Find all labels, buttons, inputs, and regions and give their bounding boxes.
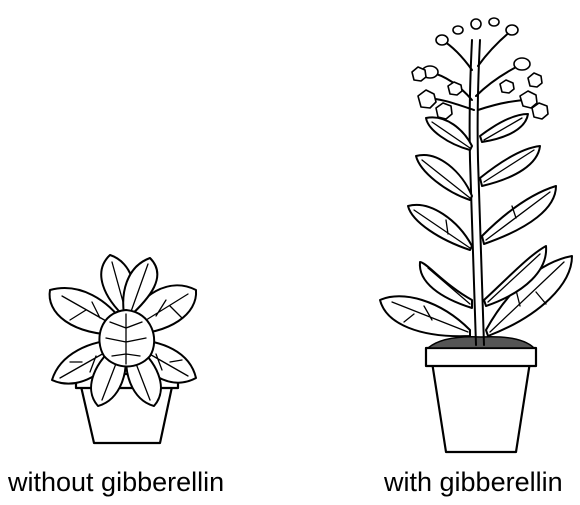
short-plant-illustration <box>50 255 197 443</box>
right-pot <box>426 337 536 452</box>
tall-plant-illustration <box>380 18 572 452</box>
caption-without-gibberellin: without gibberellin <box>8 466 224 498</box>
caption-with-gibberellin: with gibberellin <box>384 466 563 498</box>
right-mid-leaves <box>408 114 556 250</box>
right-inflorescence <box>412 18 548 119</box>
left-center-leaf <box>99 310 154 367</box>
